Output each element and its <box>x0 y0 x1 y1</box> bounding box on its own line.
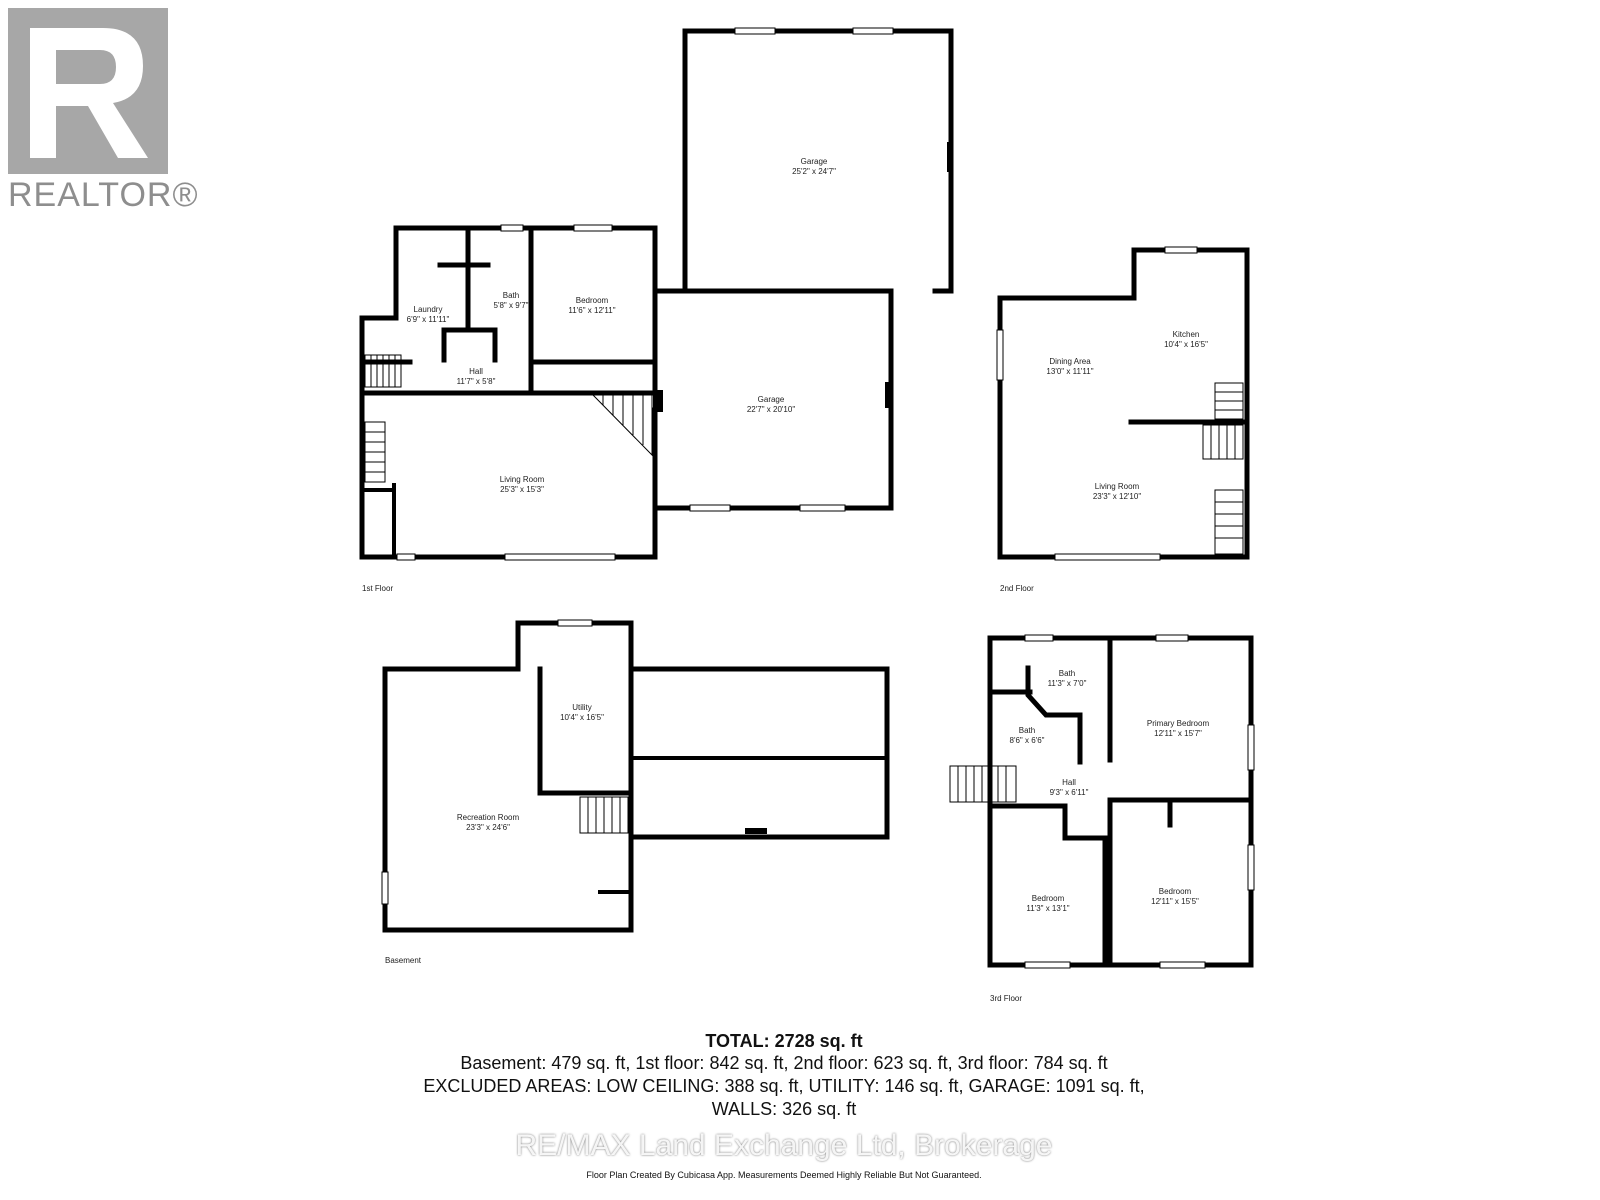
room-name: Primary Bedroom <box>1146 719 1210 728</box>
third-floor-walls <box>987 635 1254 968</box>
room-dimensions: 11'3" x 7'0" <box>1047 679 1087 688</box>
room-dimensions: 5'8" x 9'7" <box>493 301 529 310</box>
room-name: Laundry <box>413 305 443 314</box>
basement-walls <box>382 620 890 933</box>
room-dimensions: 25'3" x 15'3" <box>500 485 544 494</box>
room-dimensions: 23'3" x 24'6" <box>466 823 510 832</box>
stairs-marks <box>364 354 1244 834</box>
room-dimensions: 9'3" x 6'11" <box>1049 788 1089 797</box>
room-name: Kitchen <box>1172 330 1200 339</box>
room-bath-third-floor-b: Bath 8'6" x 6'6" <box>1010 726 1045 746</box>
room-bedroom-third-floor-a: Bedroom 11'3" x 13'1" <box>1026 894 1069 914</box>
room-dimensions: 11'3" x 13'1" <box>1026 904 1070 913</box>
realtor-logo: REALTOR® <box>8 8 198 218</box>
room-name: Living Room <box>1094 482 1140 491</box>
realtor-r-logo-icon <box>8 8 168 174</box>
room-dimensions: 13'0" x 11'11" <box>1046 367 1094 376</box>
room-name: Hall <box>469 367 483 376</box>
total-area: TOTAL: 2728 sq. ft <box>705 1031 863 1051</box>
fixture-marks <box>653 142 953 834</box>
room-name: Bedroom <box>1031 894 1065 903</box>
room-utility: Utility 10'4" x 16'5" <box>560 703 604 723</box>
excluded-areas-line: EXCLUDED AREAS: LOW CEILING: 388 sq. ft,… <box>423 1076 1145 1096</box>
room-recreation: Recreation Room 23'3" x 24'6" <box>457 813 519 833</box>
disclaimer-text: Floor Plan Created By Cubicasa App. Meas… <box>586 1170 982 1180</box>
room-name: Dining Area <box>1049 357 1091 366</box>
room-dimensions: 8'6" x 6'6" <box>1009 736 1045 745</box>
room-garage-lower: Garage 22'7" x 20'10" <box>747 395 795 415</box>
room-dimensions: 25'2" x 24'7" <box>792 167 836 176</box>
floor-label-first: 1st Floor <box>362 584 394 593</box>
floor-label-third: 3rd Floor <box>990 994 1023 1003</box>
room-bedroom-third-floor-b: Bedroom 12'11" x 15'5" <box>1151 887 1199 907</box>
room-name: Bedroom <box>575 296 609 305</box>
room-dimensions: 12'11" x 15'7" <box>1154 729 1202 738</box>
room-name: Garage <box>800 157 828 166</box>
first-floor-walls <box>359 225 658 560</box>
room-bedroom-first-floor: Bedroom 11'6" x 12'11" <box>568 296 615 316</box>
room-dimensions: 11'6" x 12'11" <box>568 306 616 315</box>
room-dining-area: Dining Area 13'0" x 11'11" <box>1046 357 1093 377</box>
room-dimensions: 12'11" x 15'5" <box>1151 897 1199 906</box>
brokerage-watermark: RE/MAX Land Exchange Ltd, Brokerage <box>515 1129 1053 1162</box>
room-dimensions: 22'7" x 20'10" <box>746 405 796 414</box>
room-bath-first-floor: Bath 5'8" x 9'7" <box>494 291 529 311</box>
floor-areas-line: Basement: 479 sq. ft, 1st floor: 842 sq.… <box>460 1053 1108 1073</box>
floor-label-second: 2nd Floor <box>1000 584 1034 593</box>
room-name: Hall <box>1062 778 1076 787</box>
area-totals: TOTAL: 2728 sq. ft Basement: 479 sq. ft,… <box>0 1030 1568 1121</box>
room-name: Bath <box>502 291 520 300</box>
room-name: Recreation Room <box>456 813 520 822</box>
second-floor-walls <box>997 247 1250 560</box>
room-name: Garage <box>757 395 785 404</box>
walls-area-line: WALLS: 326 sq. ft <box>711 1099 857 1119</box>
realtor-logo-text: REALTOR® <box>8 176 199 214</box>
room-hall-first-floor: Hall 11'7" x 5'8" <box>457 367 496 387</box>
room-garage-upper: Garage 25'2" x 24'7" <box>792 157 836 177</box>
room-primary-bedroom: Primary Bedroom 12'11" x 15'7" <box>1147 719 1209 739</box>
room-bath-third-floor-a: Bath 11'3" x 7'0" <box>1048 669 1087 689</box>
floor-label-basement: Basement <box>385 956 422 965</box>
room-name: Bath <box>1018 726 1036 735</box>
room-laundry: Laundry 6'9" x 11'11" <box>407 305 450 325</box>
room-living-second-floor: Living Room 23'3" x 12'10" <box>1093 482 1141 502</box>
room-dimensions: 6'9" x 11'11" <box>406 315 450 324</box>
window-marks <box>381 27 1255 969</box>
room-dimensions: 11'7" x 5'8" <box>456 377 496 386</box>
room-dimensions: 10'4" x 16'5" <box>560 713 604 722</box>
room-hall-third-floor: Hall 9'3" x 6'11" <box>1050 778 1089 798</box>
room-name: Bath <box>1058 669 1076 678</box>
room-dimensions: 10'4" x 16'5" <box>1164 340 1208 349</box>
room-dimensions: 23'3" x 12'10" <box>1092 492 1142 501</box>
room-name: Living Room <box>499 475 545 484</box>
garage-lower-walls <box>652 288 894 511</box>
room-name: Bedroom <box>1158 887 1192 896</box>
room-living-first-floor: Living Room 25'3" x 15'3" <box>500 475 544 495</box>
room-kitchen: Kitchen 10'4" x 16'5" <box>1164 330 1208 350</box>
room-name: Utility <box>572 703 592 712</box>
